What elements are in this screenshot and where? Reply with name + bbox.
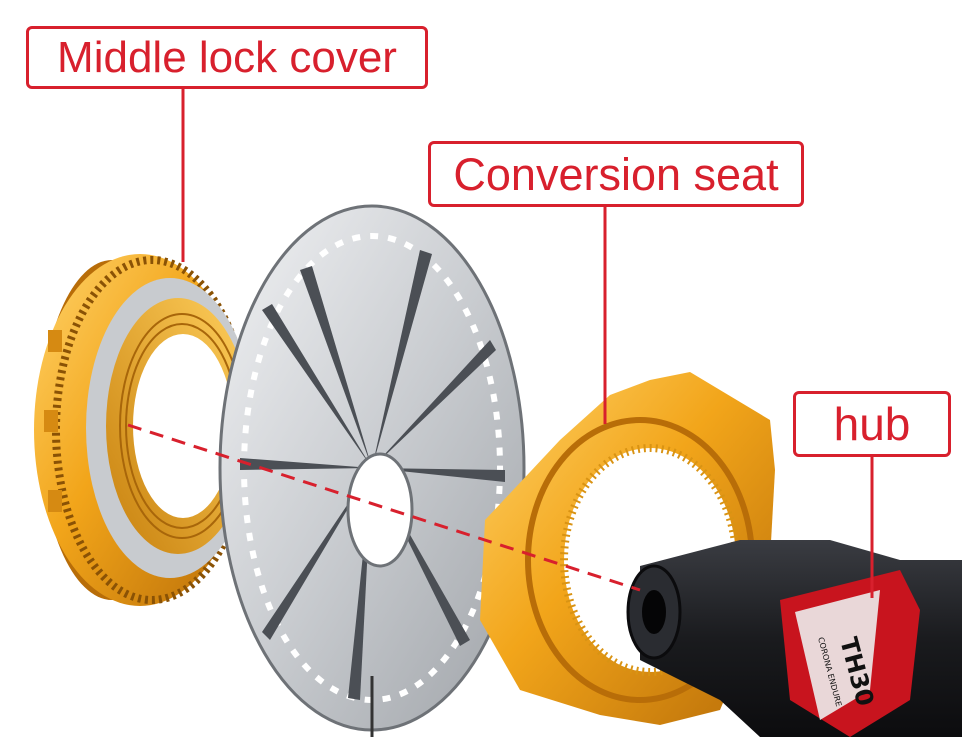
label-conversion-seat-text: Conversion seat [453,148,779,200]
hub-body: TH30 CORONA ENDURE [626,540,962,737]
label-hub-text: hub [833,398,911,450]
axis-line [127,423,641,592]
label-hub: hub [793,391,951,457]
label-middle-lock-cover-text: Middle lock cover [57,32,397,82]
lock-ring [34,254,254,606]
label-middle-lock-cover: Middle lock cover [26,26,428,89]
label-conversion-seat: Conversion seat [428,141,804,207]
